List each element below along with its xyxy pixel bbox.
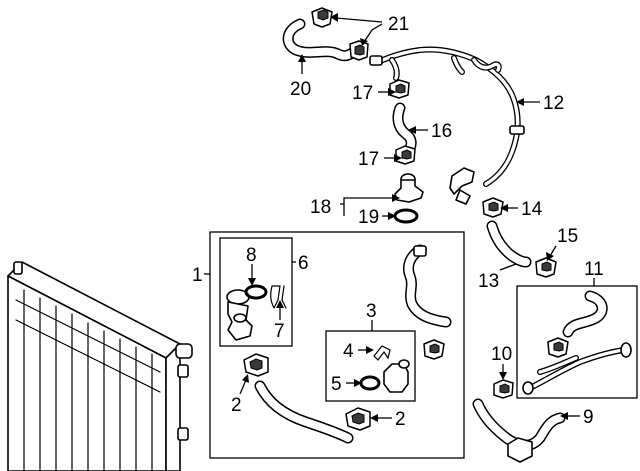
- callout-11: 11: [584, 259, 604, 280]
- sub-assembly-box-3: [325, 330, 416, 402]
- callout-labels: 21 20 17 12 16 17 18 19 14 15 13 11 1 6 …: [192, 14, 604, 430]
- callout-21: 21: [388, 14, 409, 35]
- sub-assembly-box-6: [219, 237, 293, 347]
- connector-housing-box3: [383, 359, 410, 393]
- coolant-hose-box1: [254, 380, 354, 444]
- assembly-box-1: [209, 231, 465, 459]
- assembly-box-11: [516, 285, 638, 399]
- callout-18: 18: [310, 197, 331, 218]
- callout-9: 9: [583, 407, 594, 428]
- upper-hose-20: [282, 18, 360, 62]
- callout-7: 7: [274, 321, 285, 342]
- retaining-clip-7: [270, 285, 287, 309]
- callout-6: 6: [298, 253, 309, 274]
- callout-17-upper: 17: [352, 83, 373, 104]
- radiator: [7, 261, 193, 471]
- callout-5: 5: [331, 374, 342, 395]
- callout-1: 1: [192, 265, 203, 286]
- hose-clamp-17-upper: [389, 79, 410, 99]
- callout-15: 15: [557, 226, 578, 247]
- coolant-pipe-box1: [402, 244, 452, 328]
- hose-clamp-15: [535, 257, 557, 278]
- callout-2-right: 2: [395, 409, 406, 430]
- callout-8: 8: [246, 245, 257, 266]
- retaining-clip-4: [373, 345, 391, 361]
- callout-13: 13: [478, 271, 499, 292]
- coolant-flange-18: [394, 173, 424, 203]
- callout-12: 12: [543, 93, 564, 114]
- hose-clamp-2-right: [345, 407, 371, 431]
- seal-ring-5: [359, 375, 381, 391]
- hose-clamp-21-top: [311, 7, 333, 28]
- hose-clamp-2-left: [243, 353, 269, 377]
- callout-4: 4: [343, 341, 354, 362]
- callout-16: 16: [431, 121, 452, 142]
- callout-20: 20: [290, 79, 311, 100]
- coolant-pipe-12: [369, 46, 525, 205]
- hose-clamp-box11: [547, 337, 569, 358]
- thermostat-housing: [226, 289, 253, 341]
- hose-clamp-14: [482, 197, 504, 218]
- callout-leaders: [204, 13, 595, 422]
- o-ring-19: [393, 208, 419, 224]
- callout-2-left: 2: [231, 395, 242, 416]
- hose-13: [486, 220, 532, 268]
- hose-clamp-17-lower: [395, 145, 416, 165]
- hose-clamp-21-lower: [349, 40, 369, 61]
- hose-clamp-box1-right: [423, 339, 445, 360]
- small-hose-16: [392, 102, 417, 154]
- callout-10: 10: [491, 344, 512, 365]
- coolant-pipe-box11: [522, 342, 632, 395]
- hose-box11: [562, 290, 608, 338]
- hose-clamp-10: [493, 379, 514, 399]
- lower-hose-9: [472, 398, 566, 463]
- callout-3: 3: [366, 301, 377, 322]
- callout-14: 14: [521, 199, 543, 220]
- callout-17-lower: 17: [358, 149, 379, 170]
- seal-ring-8: [244, 284, 268, 300]
- callout-19: 19: [358, 207, 379, 228]
